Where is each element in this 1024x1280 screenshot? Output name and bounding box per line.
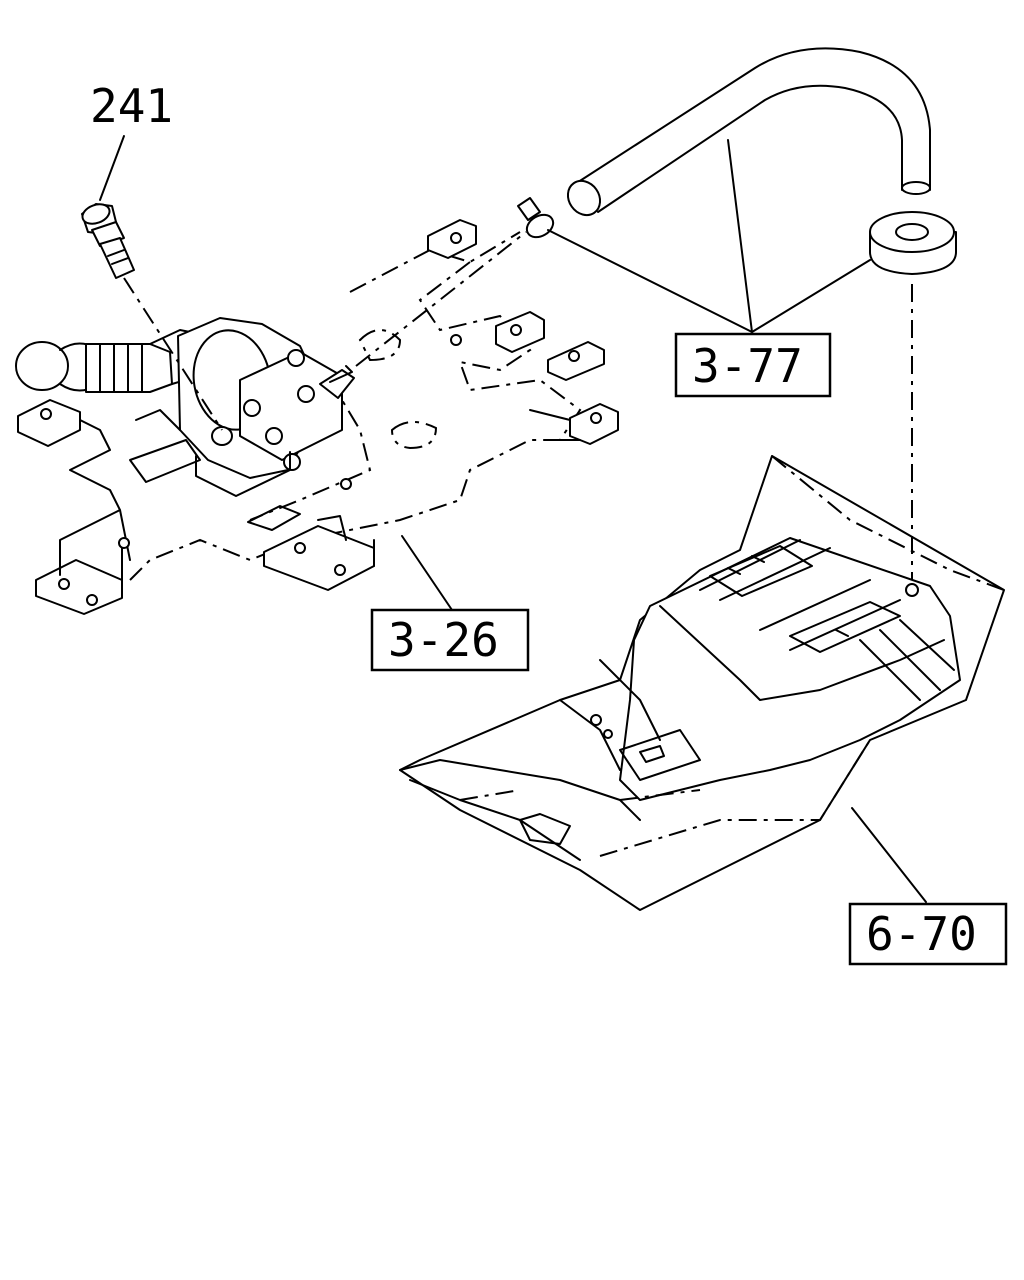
- callout-6-70-label: 6-70: [866, 907, 977, 961]
- vent-hose: [566, 47, 931, 217]
- leader-lines: [99, 135, 927, 903]
- callout-3-77-label: 3-77: [692, 339, 803, 393]
- bolt-241: [81, 203, 135, 279]
- grommet: [869, 211, 957, 275]
- canister-bracket: [17, 219, 619, 615]
- canister-valve-assembly: [15, 317, 355, 497]
- callout-6-70: 6-70: [848, 902, 1008, 966]
- callout-3-77: 3-77: [674, 332, 832, 398]
- callout-3-26: 3-26: [370, 608, 530, 672]
- hose-clamp: [517, 197, 555, 239]
- callout-3-26-label: 3-26: [388, 613, 499, 667]
- callout-241: 241: [90, 79, 173, 133]
- hose-guide-line: [355, 231, 527, 367]
- floor-panel: [399, 455, 1005, 911]
- bolt-guide-line: [123, 277, 223, 431]
